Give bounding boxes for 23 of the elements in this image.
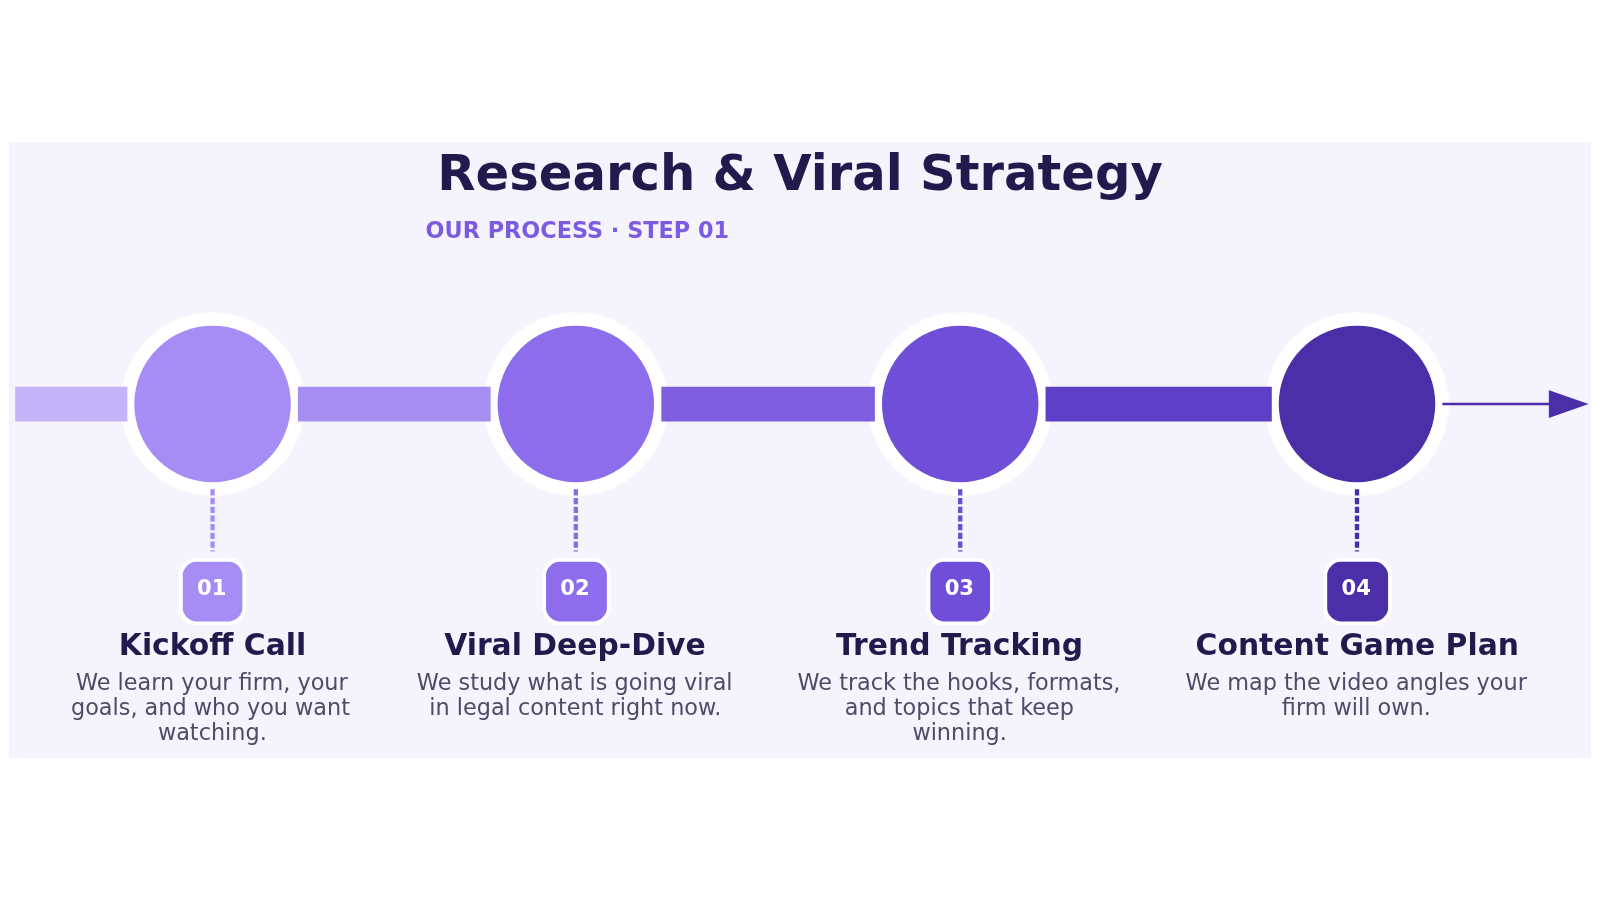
node-label: Trend Tracking — [836, 627, 1083, 663]
node-label: We track the hooks, formats, and topics that keep winning. — [797, 669, 1121, 745]
node-circle — [483, 312, 668, 496]
node-label: Content Game Plan — [1195, 627, 1519, 663]
node-label: We map the video angles your firm will own. — [1185, 669, 1527, 721]
connector — [15, 386, 128, 422]
diagram-title: Research & Viral Strategy — [437, 144, 1163, 203]
connector — [1045, 386, 1272, 422]
connector — [1354, 489, 1360, 552]
node-circle — [868, 312, 1053, 496]
arrow — [1442, 390, 1589, 418]
connector — [573, 489, 578, 552]
node-label: We learn your firm, your goals, and who you want watching. — [70, 669, 350, 745]
label: OUR PROCESS · STEP 01 — [425, 217, 729, 244]
connector — [661, 386, 875, 422]
node-circle — [120, 312, 305, 496]
connector — [210, 489, 215, 552]
connector — [297, 386, 491, 422]
node-circle — [1265, 312, 1449, 496]
node-label: Viral Deep-Dive — [444, 627, 706, 663]
connector — [958, 489, 963, 552]
node-label: We study what is going viral in legal content right now. — [416, 669, 733, 721]
node-label: Kickoff Call — [118, 627, 307, 663]
